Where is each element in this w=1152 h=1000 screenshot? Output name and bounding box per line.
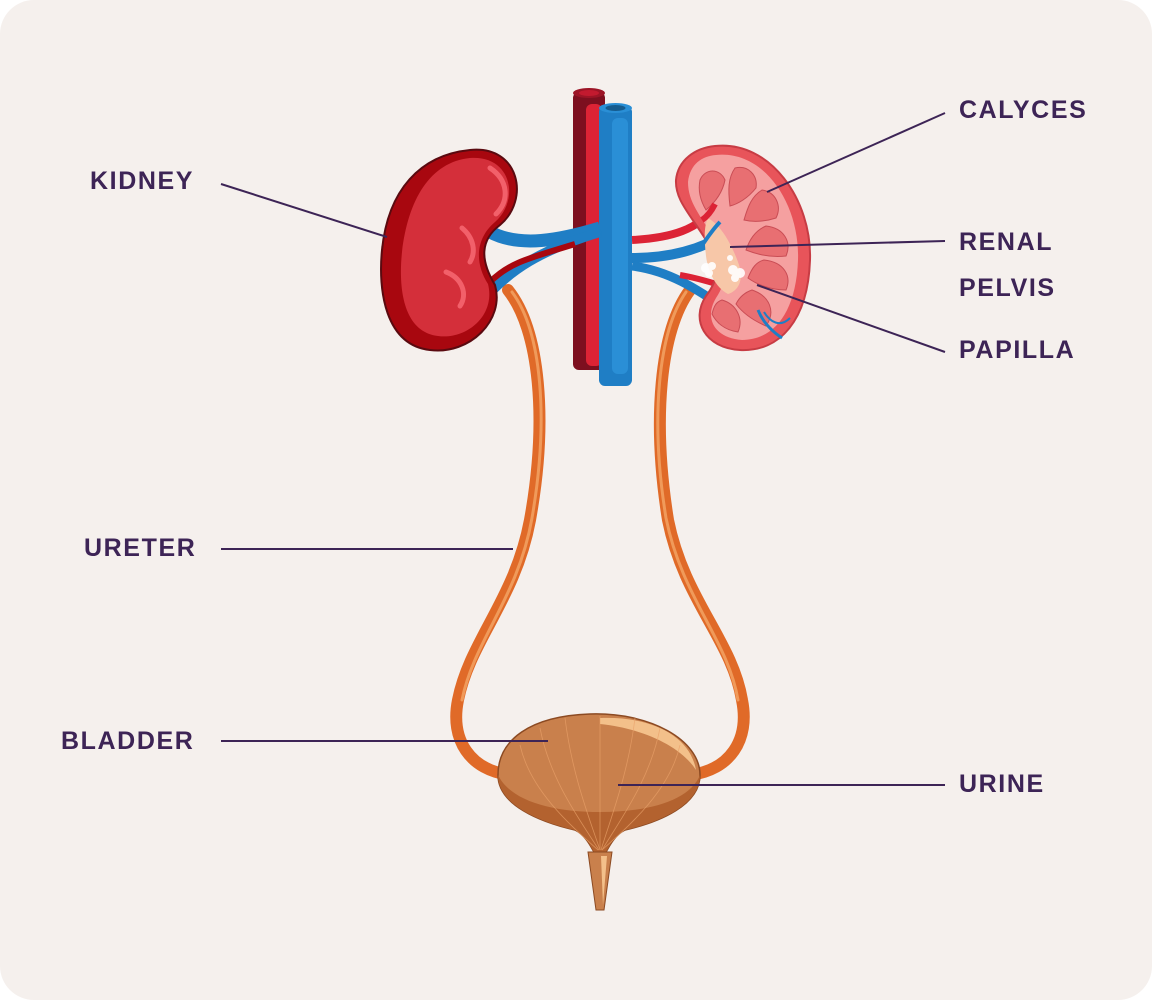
leader-line-kidney [220, 183, 388, 238]
label-renal-pelvis-line1: RENAL [959, 228, 1054, 256]
left-kidney [380, 148, 518, 352]
leader-line-papilla [756, 284, 946, 353]
label-bladder: BLADDER [61, 727, 195, 755]
bladder [497, 713, 701, 911]
label-ureter: URETER [84, 534, 197, 562]
leader-line-renal-pelvis [729, 240, 946, 248]
leader-line-calyces [766, 112, 946, 193]
label-renal-pelvis-line2: PELVIS [959, 274, 1056, 302]
label-kidney: KIDNEY [90, 167, 195, 195]
vena-cava [599, 103, 632, 386]
ureter-left [450, 284, 546, 781]
leader-lines [220, 112, 946, 786]
label-calyces: CALYCES [959, 96, 1088, 124]
label-urine: URINE [959, 770, 1045, 798]
label-papilla: PAPILLA [959, 336, 1076, 364]
ureter-right [653, 284, 750, 781]
right-kidney-cross-section [674, 144, 812, 352]
